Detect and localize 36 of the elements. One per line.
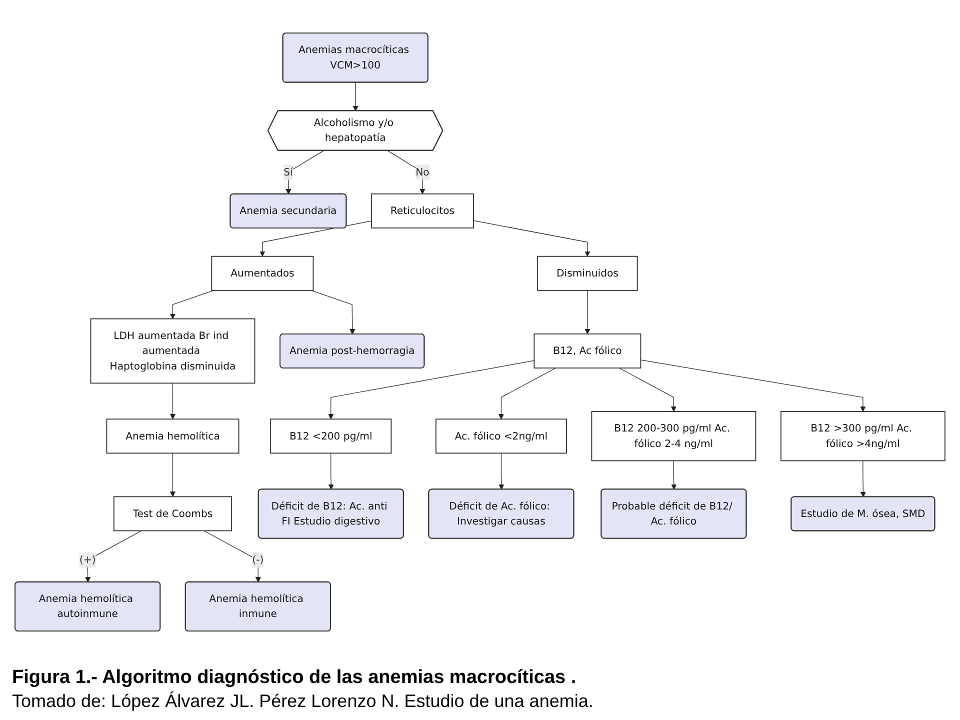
arrow — [328, 453, 334, 490]
node-box: Ac. fólico <2ng/ml — [435, 419, 567, 454]
arrow — [860, 460, 866, 498]
arrow — [204, 530, 261, 583]
arrow — [170, 290, 214, 320]
arrow — [85, 530, 142, 583]
node-box: Anemia hemolítica — [106, 419, 240, 454]
arrow — [352, 82, 358, 112]
node-box: LDH aumentada Br ind aumentada Haptoglobina disminuida — [90, 318, 256, 384]
node-box: Reticulocitos — [370, 194, 474, 229]
arrow — [498, 368, 556, 420]
arrow — [498, 453, 504, 490]
figure-caption: Figura 1.- Algoritmo diagnóstico de las anemias macrocíticas . — [12, 667, 578, 689]
node-box: B12, Ac fólico — [534, 334, 642, 369]
node-box: B12 <200 pg/ml — [270, 419, 392, 454]
arrow — [473, 220, 590, 258]
edge-label: (+) — [79, 554, 96, 566]
arrow — [170, 453, 176, 498]
source-note: Tomado de: López Álvarez JL. Pérez Lorenzo N. Estudio de una anemia. — [12, 691, 594, 712]
arrow — [618, 368, 676, 412]
node-box: Aumentados — [211, 256, 314, 292]
node-box: B12 200-300 pg/ml Ac. fólico 2-4 ng/ml — [591, 412, 756, 462]
arrow — [260, 221, 372, 258]
arrow — [286, 150, 324, 195]
node-box: Test de Coombs — [113, 496, 232, 532]
arrow — [584, 290, 590, 335]
edge-label: No — [416, 166, 430, 178]
edge-label: (-) — [252, 554, 264, 566]
arrow — [328, 360, 534, 420]
edge-label: Sí — [284, 166, 293, 178]
node-box: Disminuidos — [537, 256, 638, 292]
arrow — [640, 360, 866, 412]
arrow — [170, 383, 176, 420]
node-box: B12 >300 pg/ml Ac. fólico >4ng/ml — [780, 412, 946, 462]
arrow — [671, 460, 677, 490]
arrow — [311, 290, 356, 335]
